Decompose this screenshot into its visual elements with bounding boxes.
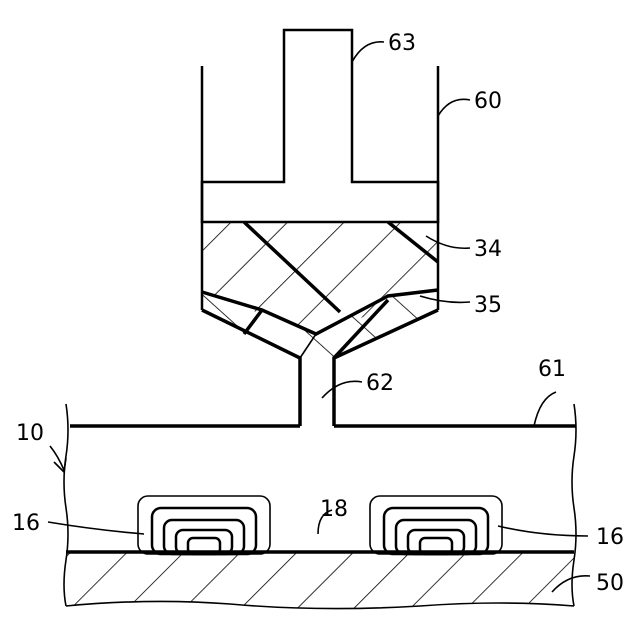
feature-right: [370, 496, 502, 554]
plunger: [202, 30, 438, 222]
label-61: 61: [538, 357, 566, 382]
label-63: 63: [388, 31, 416, 56]
label-16-left: 16: [12, 511, 40, 536]
feature-left: [138, 496, 270, 554]
label-35: 35: [474, 293, 502, 318]
label-60: 60: [474, 89, 502, 114]
label-18: 18: [320, 497, 348, 522]
base-layer: [66, 552, 574, 609]
label-10: 10: [16, 421, 44, 446]
label-34: 34: [474, 237, 502, 262]
label-16-right: 16: [596, 525, 624, 550]
label-50: 50: [596, 571, 624, 596]
label-62: 62: [366, 371, 394, 396]
